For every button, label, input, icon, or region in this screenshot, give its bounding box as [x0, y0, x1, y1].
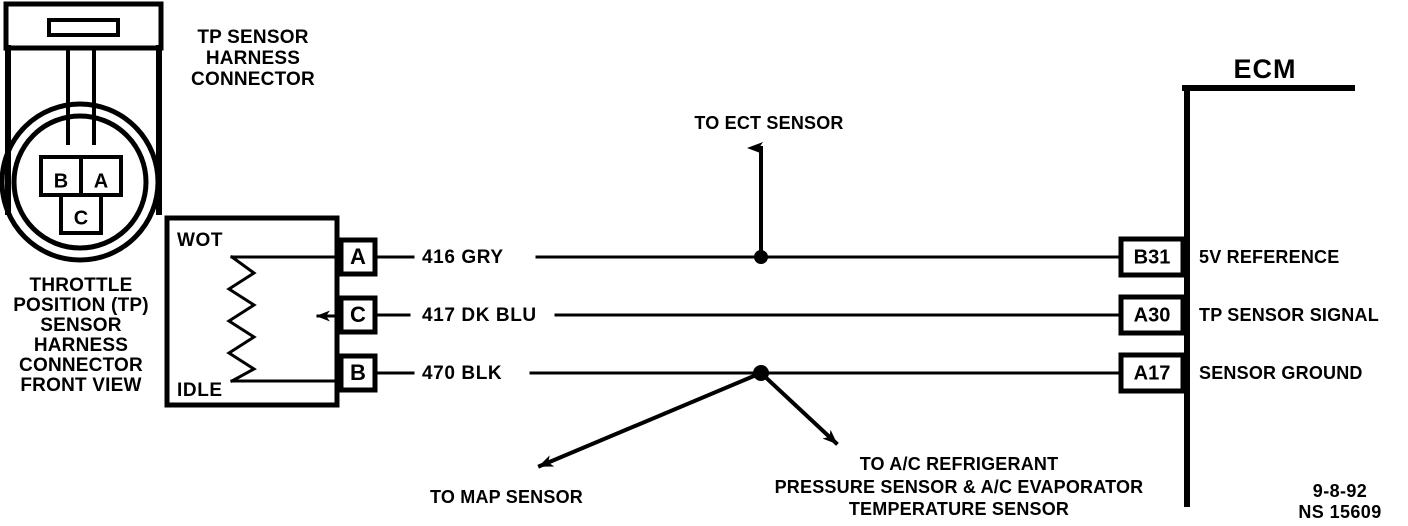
circuit-470-blk: 470 BLK — [373, 363, 1123, 469]
sensor-terminal-label-c: C — [350, 302, 366, 327]
ac-annotation-line-3: TEMPERATURE SENSOR — [849, 499, 1069, 519]
sensor-terminal-label-b: B — [350, 360, 366, 385]
sensor-terminal-c: C — [338, 295, 378, 335]
connector-caption: THROTTLE POSITION (TP) SENSOR HARNESS CO… — [13, 275, 149, 396]
sensor-idle-label: IDLE — [177, 380, 223, 401]
tp-sensor-block: WOT IDLE — [164, 215, 340, 408]
branch-arrow-to-map-sensor — [537, 370, 764, 469]
diagram-footer: 9-8-92 NS 15609 — [1298, 481, 1381, 522]
resistor-zigzag — [226, 254, 257, 384]
sensor-wot-label: WOT — [177, 230, 223, 251]
ecm-module: ECM — [1182, 54, 1355, 507]
caption-line-1: THROTTLE — [30, 275, 133, 296]
cavity-box-c — [59, 193, 103, 235]
caption-line-4: HARNESS — [34, 335, 128, 356]
sensor-body-outline — [164, 215, 340, 408]
ecm-function-sensor-ground: SENSOR GROUND — [1199, 363, 1363, 383]
annotation-to-map-sensor: TO MAP SENSOR — [430, 487, 583, 507]
footer-date: 9-8-92 — [1313, 481, 1367, 501]
ecm-function-5v-reference: 5V REFERENCE — [1199, 247, 1339, 267]
ecm-pin-box-a17 — [1118, 352, 1186, 394]
harness-heading-line-1: TP SENSOR — [197, 27, 308, 48]
connector-inner-ring — [11, 113, 149, 251]
harness-heading-line-2: HARNESS — [206, 48, 300, 69]
ecm-pin-box-a30 — [1118, 294, 1186, 336]
tp-connector-pictorial: B A C — [0, 1, 164, 263]
cavity-label-b: B — [54, 170, 68, 192]
connector-latch-slot — [47, 18, 120, 37]
ecm-pin-label-a30: A30 — [1134, 304, 1171, 326]
caption-line-2: POSITION (TP) — [13, 295, 149, 316]
wire-label-470-blk: 470 BLK — [422, 363, 502, 384]
ecm-pin-a30: A30 TP SENSOR SIGNAL — [1118, 294, 1379, 336]
ecm-pin-box-b31 — [1118, 236, 1186, 278]
sensor-terminal-b: B — [338, 353, 378, 393]
annotation-to-ac-sensors: TO A/C REFRIGERANT PRESSURE SENSOR & A/C… — [775, 454, 1144, 519]
ecm-pin-label-b31: B31 — [1134, 246, 1171, 268]
cavity-label-c: C — [74, 207, 88, 229]
caption-line-6: FRONT VIEW — [20, 375, 141, 396]
connector-top-housing — [3, 1, 164, 51]
connector-outer-ring — [0, 101, 161, 263]
footer-part-number: NS 15609 — [1298, 502, 1381, 522]
annotation-to-ect-sensor: TO ECT SENSOR — [694, 113, 843, 133]
ecm-title: ECM — [1234, 54, 1297, 84]
harness-connector-heading: TP SENSOR HARNESS CONNECTOR — [191, 27, 315, 90]
sensor-terminal-a: A — [338, 237, 378, 277]
caption-line-3: SENSOR — [40, 315, 122, 336]
ecm-pin-label-a17: A17 — [1134, 362, 1171, 384]
sensor-terminal-box-a — [338, 237, 378, 277]
wire-label-416-gry: 416 GRY — [422, 247, 504, 268]
harness-heading-line-3: CONNECTOR — [191, 69, 315, 90]
branch-arrow-to-ac-sensors — [758, 370, 839, 446]
ac-annotation-line-1: TO A/C REFRIGERANT — [860, 454, 1059, 474]
ecm-function-tp-sensor-signal: TP SENSOR SIGNAL — [1199, 305, 1379, 325]
circuit-417-dk-blu: 417 DK BLU — [373, 305, 1123, 326]
sensor-terminal-box-c — [338, 295, 378, 335]
ecm-pin-b31: B31 5V REFERENCE — [1118, 236, 1339, 278]
circuit-416-gry: 416 GRY TO ECT SENSOR — [373, 113, 1123, 268]
ac-annotation-line-2: PRESSURE SENSOR & A/C EVAPORATOR — [775, 477, 1144, 497]
sensor-terminal-label-a: A — [350, 244, 366, 269]
ecm-pin-a17: A17 SENSOR GROUND — [1118, 352, 1363, 394]
caption-line-5: CONNECTOR — [19, 355, 143, 376]
wire-label-417-dk-blu: 417 DK BLU — [422, 305, 537, 326]
cavity-label-a: A — [94, 170, 108, 192]
